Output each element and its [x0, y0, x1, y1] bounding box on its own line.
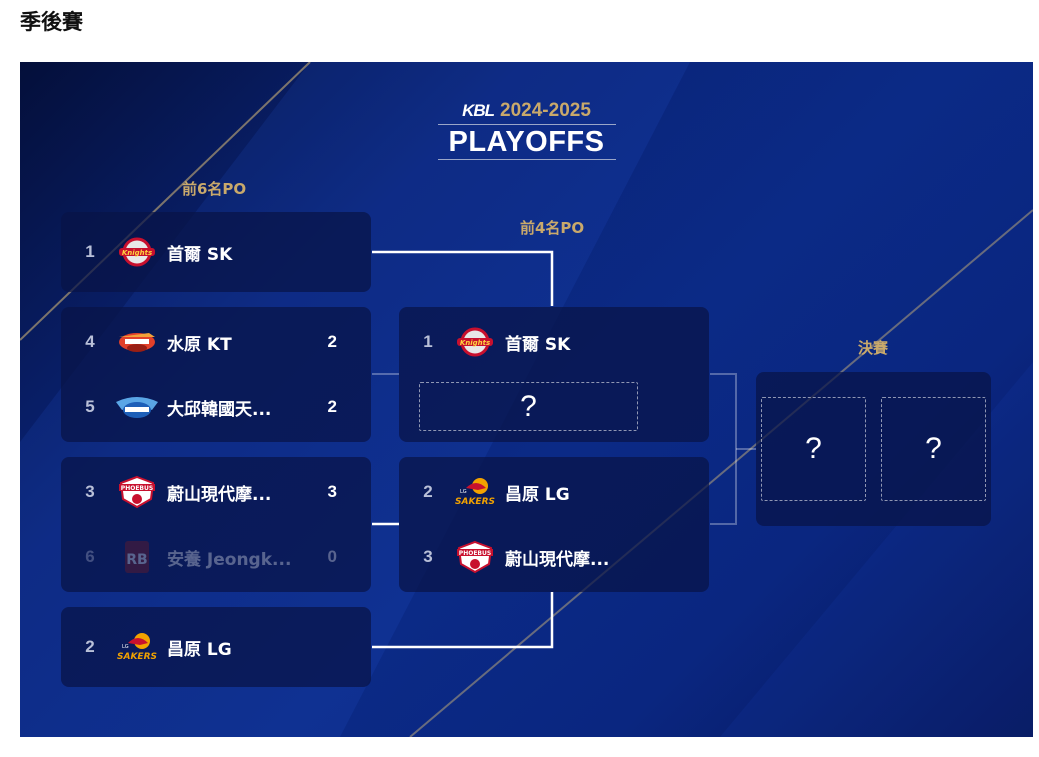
finals-card: ? ? [756, 372, 991, 526]
svg-text:SAKERS: SAKERS [117, 652, 157, 662]
team-name: 大邱韓國天... [167, 399, 272, 420]
season-label: 2024-2025 [500, 100, 591, 121]
round-label-finals: 決賽 [858, 339, 889, 357]
team-row[interactable]: 6 RB 安養 Jeongk... 0 [61, 537, 371, 577]
team-name: 首爾 SK [167, 244, 233, 265]
series-score: 2 [327, 332, 337, 351]
team-name: 安養 Jeongk... [167, 549, 292, 570]
svg-text:LG: LG [122, 644, 129, 650]
sakers-logo-icon: SAKERS LG [451, 475, 499, 509]
finals-slot-2: ? [881, 397, 986, 501]
svg-text:PHOEBUS: PHOEBUS [121, 485, 153, 492]
team-row[interactable]: 1 Knights 首爾 SK [399, 322, 709, 362]
seed-number: 2 [423, 482, 433, 501]
playoffs-wordmark: PLAYOFFS [437, 124, 616, 160]
series-score: 2 [327, 397, 337, 416]
round-label-semis: 前4名PO [520, 219, 585, 237]
playoff-bracket: KBL 2024-2025 PLAYOFFS 前6名PO 前4名PO 決賽 1 … [20, 62, 1033, 737]
pegasus-logo-icon [113, 390, 161, 424]
team-row[interactable]: 3 PHOEBUS 蔚山現代摩... 3 [61, 472, 371, 512]
series-score: 0 [327, 547, 337, 566]
svg-text:Knights: Knights [460, 339, 490, 347]
svg-text:RB: RB [126, 552, 147, 568]
team-name: 水原 KT [167, 334, 232, 355]
bracket-connectors [372, 250, 756, 649]
sakers-logo-icon: SAKERS LG [113, 630, 161, 664]
team-row[interactable]: 4 水原 KT 2 [61, 322, 371, 362]
team-row[interactable]: 1 Knights 首爾 SK [61, 232, 371, 272]
semifinal-card-bottom: 2 SAKERS LG 昌原 LG 3 PHOEBUS 蔚山現代摩... [399, 457, 709, 592]
phoebus-logo-icon: PHOEBUS [451, 540, 499, 574]
seed-number: 3 [423, 547, 433, 566]
svg-text:SAKERS: SAKERS [455, 497, 495, 507]
bye-card-bottom[interactable]: 2 SAKERS LG 昌原 LG [61, 607, 371, 687]
matchup-card-4-5: 4 水原 KT 2 5 大邱韓國天... 2 [61, 307, 371, 442]
team-row[interactable]: 5 大邱韓國天... 2 [61, 387, 371, 427]
team-name: 首爾 SK [505, 334, 571, 355]
bye-card-top[interactable]: 1 Knights 首爾 SK [61, 212, 371, 292]
knights-logo-icon: Knights [451, 325, 499, 359]
team-name: 蔚山現代摩... [167, 484, 272, 505]
series-score: 3 [327, 482, 337, 501]
round-label-first: 前6名PO [182, 180, 247, 198]
team-row[interactable]: 2 SAKERS LG 昌原 LG [61, 627, 371, 667]
team-row[interactable]: 3 PHOEBUS 蔚山現代摩... [399, 537, 709, 577]
page-title: 季後賽 [20, 10, 83, 34]
semifinal-card-top: 1 Knights 首爾 SK ? [399, 307, 709, 442]
team-name: 蔚山現代摩... [505, 549, 610, 570]
redboosters-logo-icon: RB [113, 540, 161, 574]
team-row[interactable]: 2 SAKERS LG 昌原 LG [399, 472, 709, 512]
svg-text:Knights: Knights [122, 249, 152, 257]
svg-text:LG: LG [460, 489, 467, 495]
tbd-slot: ? [419, 382, 638, 431]
sonicboom-logo-icon [113, 325, 161, 359]
team-name: 昌原 LG [505, 484, 570, 505]
seed-number: 1 [423, 332, 433, 351]
seed-number: 4 [85, 332, 95, 351]
seed-number: 3 [85, 482, 95, 501]
playoffs-logo: KBL 2024-2025 PLAYOFFS [20, 100, 1033, 160]
seed-number: 5 [85, 397, 95, 416]
matchup-card-3-6: 3 PHOEBUS 蔚山現代摩... 3 6 RB 安養 Jeongk... 0 [61, 457, 371, 592]
svg-text:PHOEBUS: PHOEBUS [459, 550, 491, 557]
seed-number: 6 [85, 547, 95, 566]
kbl-logo-mark: KBL [462, 101, 495, 120]
knights-logo-icon: Knights [113, 235, 161, 269]
seed-number: 2 [85, 637, 95, 656]
seed-number: 1 [85, 242, 95, 261]
finals-slot-1: ? [761, 397, 866, 501]
phoebus-logo-icon: PHOEBUS [113, 475, 161, 509]
team-name: 昌原 LG [167, 639, 232, 660]
